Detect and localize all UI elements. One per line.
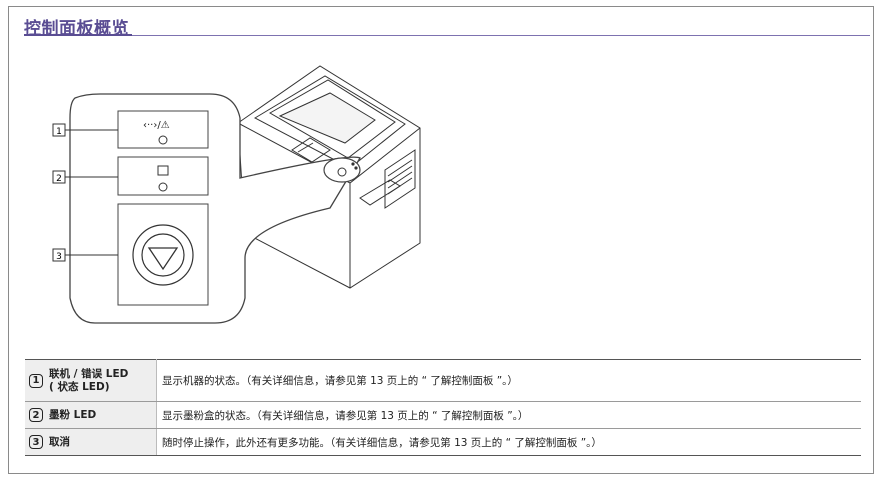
row-description: 显示机器的状态。（有关详细信息，请参见第 13 页上的 “ 了解控制面板 ”。）	[156, 359, 861, 402]
title-rule	[24, 35, 870, 36]
cancel-triangle-icon	[147, 247, 179, 271]
cancel-button-panel	[117, 203, 209, 306]
svg-text:‹··›/⚠: ‹··›/⚠	[143, 120, 170, 131]
callout-1: 1	[52, 123, 118, 137]
callout-2: 2	[52, 170, 118, 184]
table-row: 1 联机 / 错误 LED ( 状态 LED) 显示机器的状态。（有关详细信息，…	[25, 359, 861, 402]
row-description: 显示墨粉盒的状态。（有关详细信息，请参见第 13 页上的 “ 了解控制面板 ”。…	[156, 401, 861, 429]
row-number-badge: 1	[29, 373, 43, 388]
table-row: 2 墨粉 LED 显示墨粉盒的状态。（有关详细信息，请参见第 13 页上的 “ …	[25, 401, 861, 429]
row-name: 取消	[49, 435, 70, 448]
online-error-led-panel: ‹··›/⚠	[117, 110, 209, 149]
page-frame	[8, 6, 874, 474]
toner-led-panel	[117, 156, 209, 196]
callout-3: 3	[52, 248, 118, 262]
svg-text:1: 1	[56, 127, 62, 137]
title-underline	[24, 34, 132, 36]
table-row: 3 取消 随时停止操作，此外还有更多功能。（有关详细信息，请参见第 13 页上的…	[25, 428, 861, 456]
row-name: 联机 / 错误 LED ( 状态 LED)	[49, 367, 129, 393]
svg-text:2: 2	[56, 174, 62, 184]
row-name: 墨粉 LED	[49, 408, 97, 421]
row-description: 随时停止操作，此外还有更多功能。（有关详细信息，请参见第 13 页上的 “ 了解…	[156, 428, 861, 456]
row-number-badge: 2	[29, 408, 43, 422]
control-panel-table: 1 联机 / 错误 LED ( 状态 LED) 显示机器的状态。（有关详细信息，…	[25, 359, 861, 456]
row-number-badge: 3	[29, 435, 43, 449]
svg-text:3: 3	[56, 252, 62, 262]
control-panel-illustration: ‹··›/⚠ 1 2 3	[52, 65, 421, 324]
